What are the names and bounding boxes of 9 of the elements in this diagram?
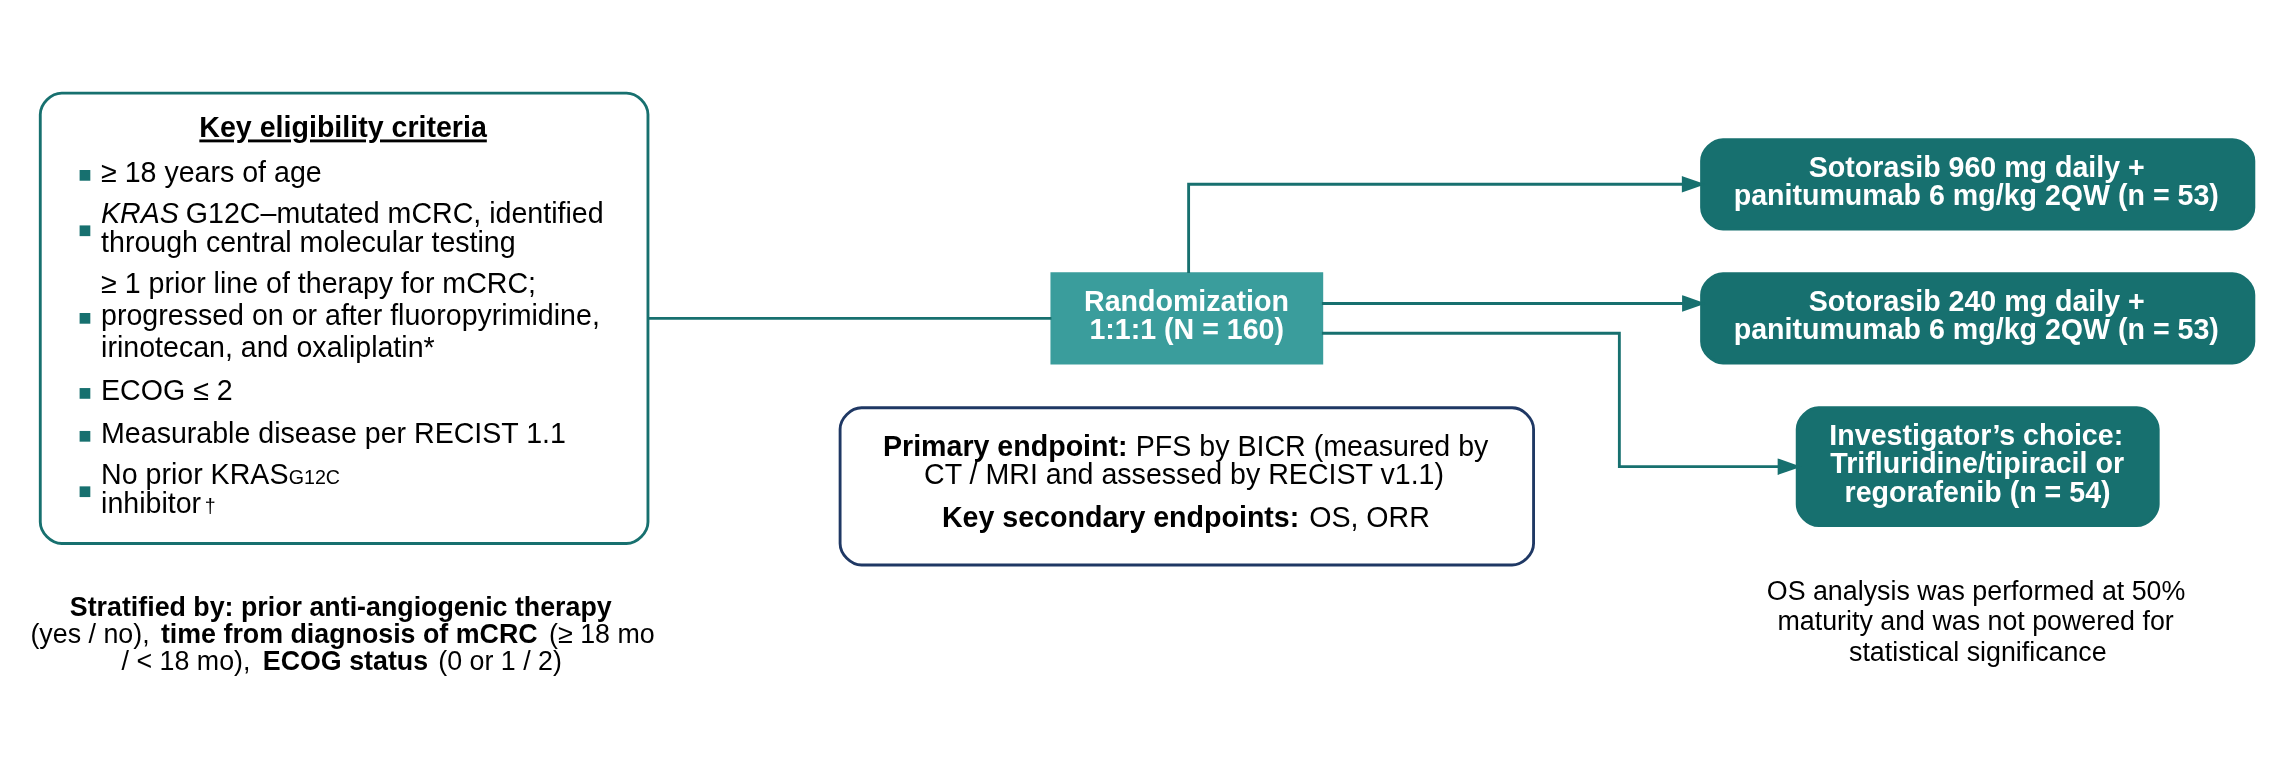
connector (648, 316, 1052, 320)
node-box: Randomization 1:1:1 (N = 160) (1050, 271, 1324, 364)
label: OS analysis was performed at 50% maturity and was not powered for statistical significance (1766, 575, 2186, 667)
node-box: Primary endpoint: PFS by BICR (measured by CT / MRI and assessed by RECIST v1.1) Key secondary endpoints: OS, ORR (838, 405, 1535, 566)
node-box: Investigator’s choice: Trifluridine/tipiracil or regorafenib (n = 54) (1795, 405, 2160, 527)
node-box: Sotorasib 960 mg daily + panitumumab 6 mg/kg 2QW (n = 53) (1700, 137, 2256, 230)
label: Stratified by: prior anti-angiogenic therapy (yes / no), time from diagnosis of mCRC (≥ 18 mo / < 18 mo), ECOG status (0 or 1 / 2) (30, 591, 655, 676)
node-box: Sotorasib 240 mg daily + panitumumab 6 mg/kg 2QW (n = 53) (1700, 271, 2256, 364)
node-box: Key eligibility criteria ≥ 18 years of age KRAS G12C–mutated mCRC, identified through central molecular testing ≥ 1 prior line of therapy for mCRC; progressed on or after fluoropyrimidine, irinotecan, and oxaliplatin* ECOG ≤ 2 Measurable disease per RECIST 1.1 No prior KRASG12C inhibitor† (38, 91, 650, 545)
